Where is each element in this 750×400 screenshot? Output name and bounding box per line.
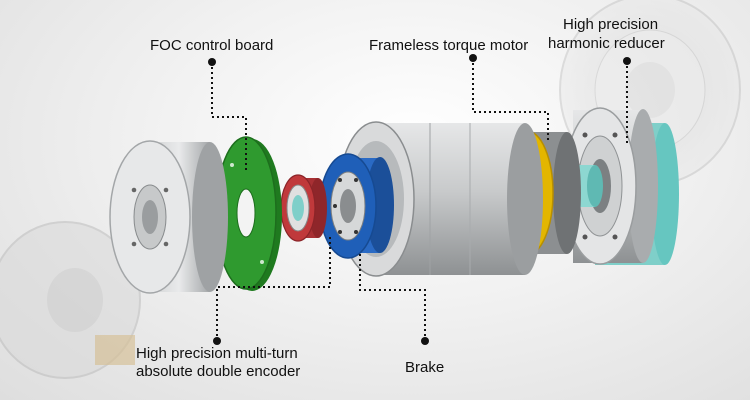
leader-dots — [208, 54, 631, 345]
leader-encoder — [216, 236, 331, 341]
leader-foc-board — [211, 62, 247, 170]
leader-lines — [211, 58, 628, 341]
encoder-part — [280, 174, 327, 242]
frameless-torque-motor-part — [337, 121, 543, 277]
label-brake: Brake — [405, 359, 445, 376]
label-encoder-line2: absolute double encoder — [136, 363, 301, 380]
label-reducer-line2: harmonic reducer — [548, 35, 665, 52]
label-foc-control-board: FOC control board — [150, 37, 274, 54]
background-ghost-encoder-board — [0, 221, 141, 379]
label-encoder-line1: High precision multi-turn — [136, 345, 298, 362]
foc-control-board-part — [215, 136, 282, 291]
end-cover-part — [109, 140, 228, 294]
leader-brake — [359, 252, 426, 341]
label-frameless-torque-motor: Frameless torque motor — [369, 37, 529, 54]
label-reducer-line1: High precision — [563, 16, 659, 33]
leader-torque-motor — [472, 58, 549, 140]
brake-part — [319, 153, 394, 259]
